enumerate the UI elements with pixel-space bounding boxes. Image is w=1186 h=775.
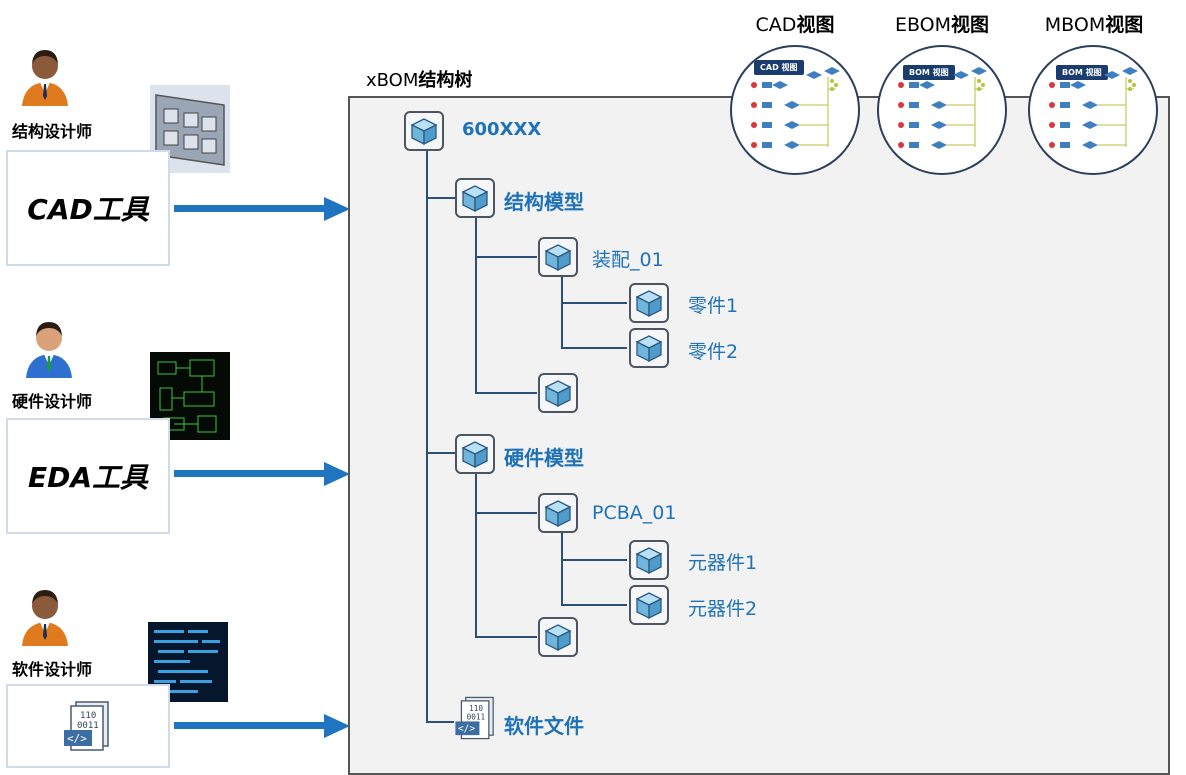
node-component2[interactable]: 元器件2 xyxy=(688,598,758,620)
svg-text:</>: </> xyxy=(67,732,87,745)
tree-line-part2 xyxy=(561,347,627,349)
tree-line-component2 xyxy=(561,604,627,606)
software-designer-avatar xyxy=(18,584,72,646)
ebom-view-title: EBOM视图 xyxy=(894,14,990,36)
svg-text:0011: 0011 xyxy=(467,713,486,722)
structure-designer-label: 结构设计师 xyxy=(12,122,93,141)
structure-empty-cube-icon xyxy=(538,373,578,413)
svg-text:110: 110 xyxy=(80,711,96,721)
software-designer-label: 软件设计师 xyxy=(12,660,93,679)
software-arrow-head xyxy=(324,714,350,738)
node-assembly[interactable]: 装配_01 xyxy=(592,249,664,271)
tree-line-pcba xyxy=(475,512,537,514)
xbom-tree-title: xBOM结构树 xyxy=(366,70,473,91)
tree-line-structure-vertical xyxy=(475,215,477,393)
tree-line-assembly-vertical xyxy=(561,275,563,348)
part2-cube-icon xyxy=(629,328,669,368)
eda-arrow-line xyxy=(174,470,326,477)
tree-line-hardware-vertical xyxy=(475,472,477,637)
cad-arrow-head xyxy=(324,197,350,221)
mbom-view-circle[interactable]: BOM 视图 xyxy=(1028,45,1158,175)
hardware-model-cube-icon xyxy=(455,434,495,474)
node-root[interactable]: 600XXX xyxy=(462,119,542,140)
svg-text:</>: </> xyxy=(458,724,475,735)
mbom-view-title: MBOM视图 xyxy=(1044,14,1144,36)
software-tool-box: 110 0011 </> xyxy=(6,684,170,768)
node-pcba[interactable]: PCBA_01 xyxy=(592,502,677,524)
node-part1[interactable]: 零件1 xyxy=(688,295,739,317)
hardware-designer-label: 硬件设计师 xyxy=(12,392,93,411)
node-software-files[interactable]: 软件文件 xyxy=(504,714,584,738)
ebom-view-circle[interactable]: BOM 视图 xyxy=(877,45,1007,175)
tree-line-pcba-vertical xyxy=(561,532,563,605)
svg-text:0011: 0011 xyxy=(77,721,99,731)
svg-text:110: 110 xyxy=(469,704,483,713)
cad-view-title: CAD视图 xyxy=(755,14,835,36)
tree-line-structure-empty xyxy=(475,392,537,394)
cad-view-circle[interactable]: CAD 视图 xyxy=(730,45,860,175)
mbom-view-diagram xyxy=(1048,66,1139,150)
cad-tool-label: CAD工具 xyxy=(27,193,149,226)
tree-line-component1 xyxy=(561,559,627,561)
tree-line-hardware-empty xyxy=(475,636,537,638)
cad-arrow-line xyxy=(174,205,326,212)
cad-view-diagram xyxy=(750,66,841,150)
assembly-cube-icon xyxy=(538,237,578,277)
hardware-designer-avatar xyxy=(22,316,76,378)
component2-cube-icon xyxy=(629,585,669,625)
pcba-cube-icon xyxy=(538,493,578,533)
tree-line-software xyxy=(426,721,454,723)
mbom-view-badge: BOM 视图 xyxy=(1056,65,1108,80)
eda-tool-label: EDA工具 xyxy=(27,461,149,494)
structure-model-cube-icon xyxy=(455,178,495,218)
cad-view-badge: CAD 视图 xyxy=(754,60,804,75)
node-part2[interactable]: 零件2 xyxy=(688,341,739,363)
hardware-empty-cube-icon xyxy=(538,617,578,657)
cad-tool-box: CAD工具 xyxy=(6,150,170,266)
tree-line-part1 xyxy=(561,302,627,304)
software-files-code-icon: 110 0011 </> xyxy=(455,696,494,740)
node-component1[interactable]: 元器件1 xyxy=(688,552,758,574)
eda-arrow-head xyxy=(324,462,350,486)
tree-line-root-vertical xyxy=(426,150,428,722)
node-structure-model[interactable]: 结构模型 xyxy=(504,190,584,214)
software-arrow-line xyxy=(174,722,326,729)
structure-designer-avatar xyxy=(18,44,72,106)
root-cube-icon xyxy=(404,111,444,151)
tree-line-assembly xyxy=(475,256,537,258)
component1-cube-icon xyxy=(629,540,669,580)
node-hardware-model[interactable]: 硬件模型 xyxy=(504,446,584,470)
tree-line-structure xyxy=(426,197,456,199)
part1-cube-icon xyxy=(629,283,669,323)
ebom-view-badge: BOM 视图 xyxy=(903,65,955,80)
tree-line-hardware xyxy=(426,452,456,454)
ebom-view-diagram xyxy=(897,66,988,150)
eda-tool-box: EDA工具 xyxy=(6,418,170,534)
software-code-icon: 110 0011 </> xyxy=(64,701,109,751)
